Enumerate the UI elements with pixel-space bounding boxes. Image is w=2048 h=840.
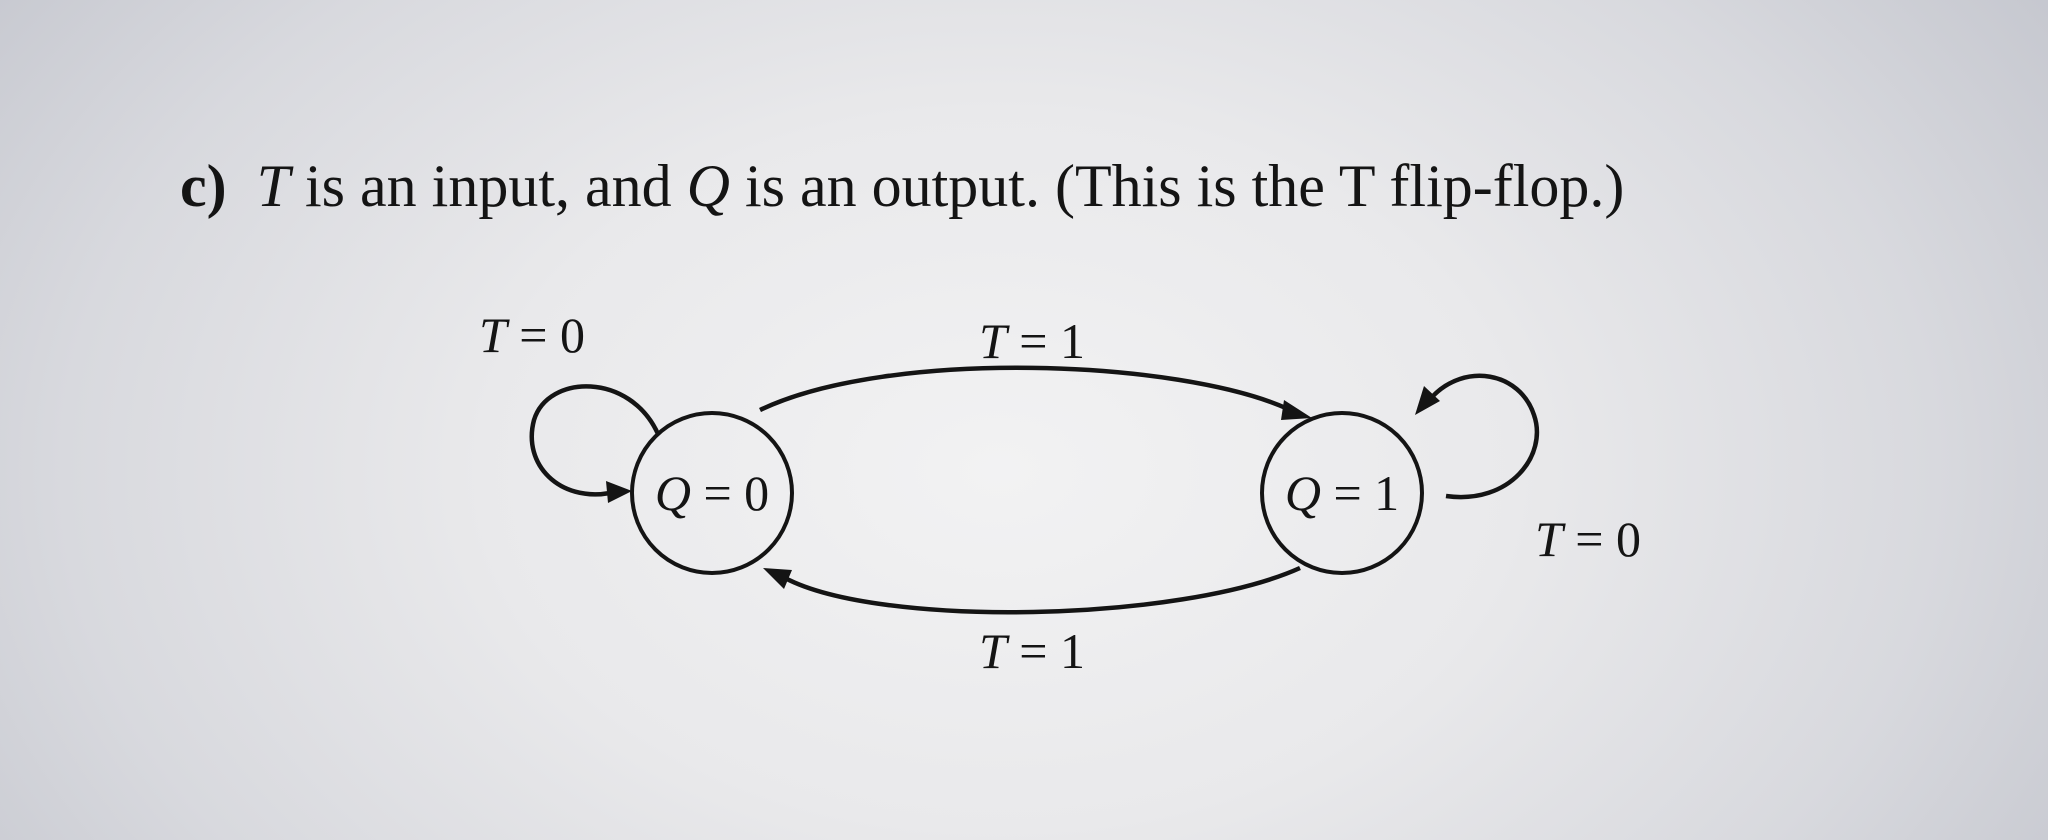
label-self-loop-q1: T = 0 bbox=[1535, 511, 1641, 567]
state-q1-label: Q = 1 bbox=[1285, 465, 1399, 521]
question-text-mid: is an input, and bbox=[290, 153, 687, 219]
transition-q1-to-q0-arrowhead bbox=[763, 568, 792, 589]
self-loop-q1-arrowhead bbox=[1415, 386, 1440, 415]
question-text-end: is an output. (This is the T flip-flop.) bbox=[729, 153, 1625, 219]
state-q0-circle bbox=[630, 411, 794, 575]
self-loop-q0 bbox=[529, 384, 661, 497]
self-loop-q1 bbox=[1430, 373, 1540, 500]
part-label: c) bbox=[180, 153, 227, 219]
label-self-loop-q0: T = 0 bbox=[479, 307, 585, 363]
state-q1-circle bbox=[1260, 411, 1424, 575]
transition-q1-to-q0 bbox=[783, 565, 1301, 615]
transition-q0-to-q1-arrowhead bbox=[1281, 400, 1312, 420]
transition-q0-to-q1 bbox=[759, 365, 1289, 413]
question-text: c) T is an input, and Q is an output. (Th… bbox=[180, 150, 1624, 222]
self-loop-q0-arrowhead bbox=[606, 481, 632, 503]
var-q: Q bbox=[686, 153, 730, 219]
label-q0-to-q1: T = 1 bbox=[979, 313, 1085, 369]
var-t: T bbox=[256, 153, 290, 219]
label-q1-to-q0: T = 1 bbox=[979, 623, 1085, 679]
state-q0-label: Q = 0 bbox=[655, 465, 769, 521]
